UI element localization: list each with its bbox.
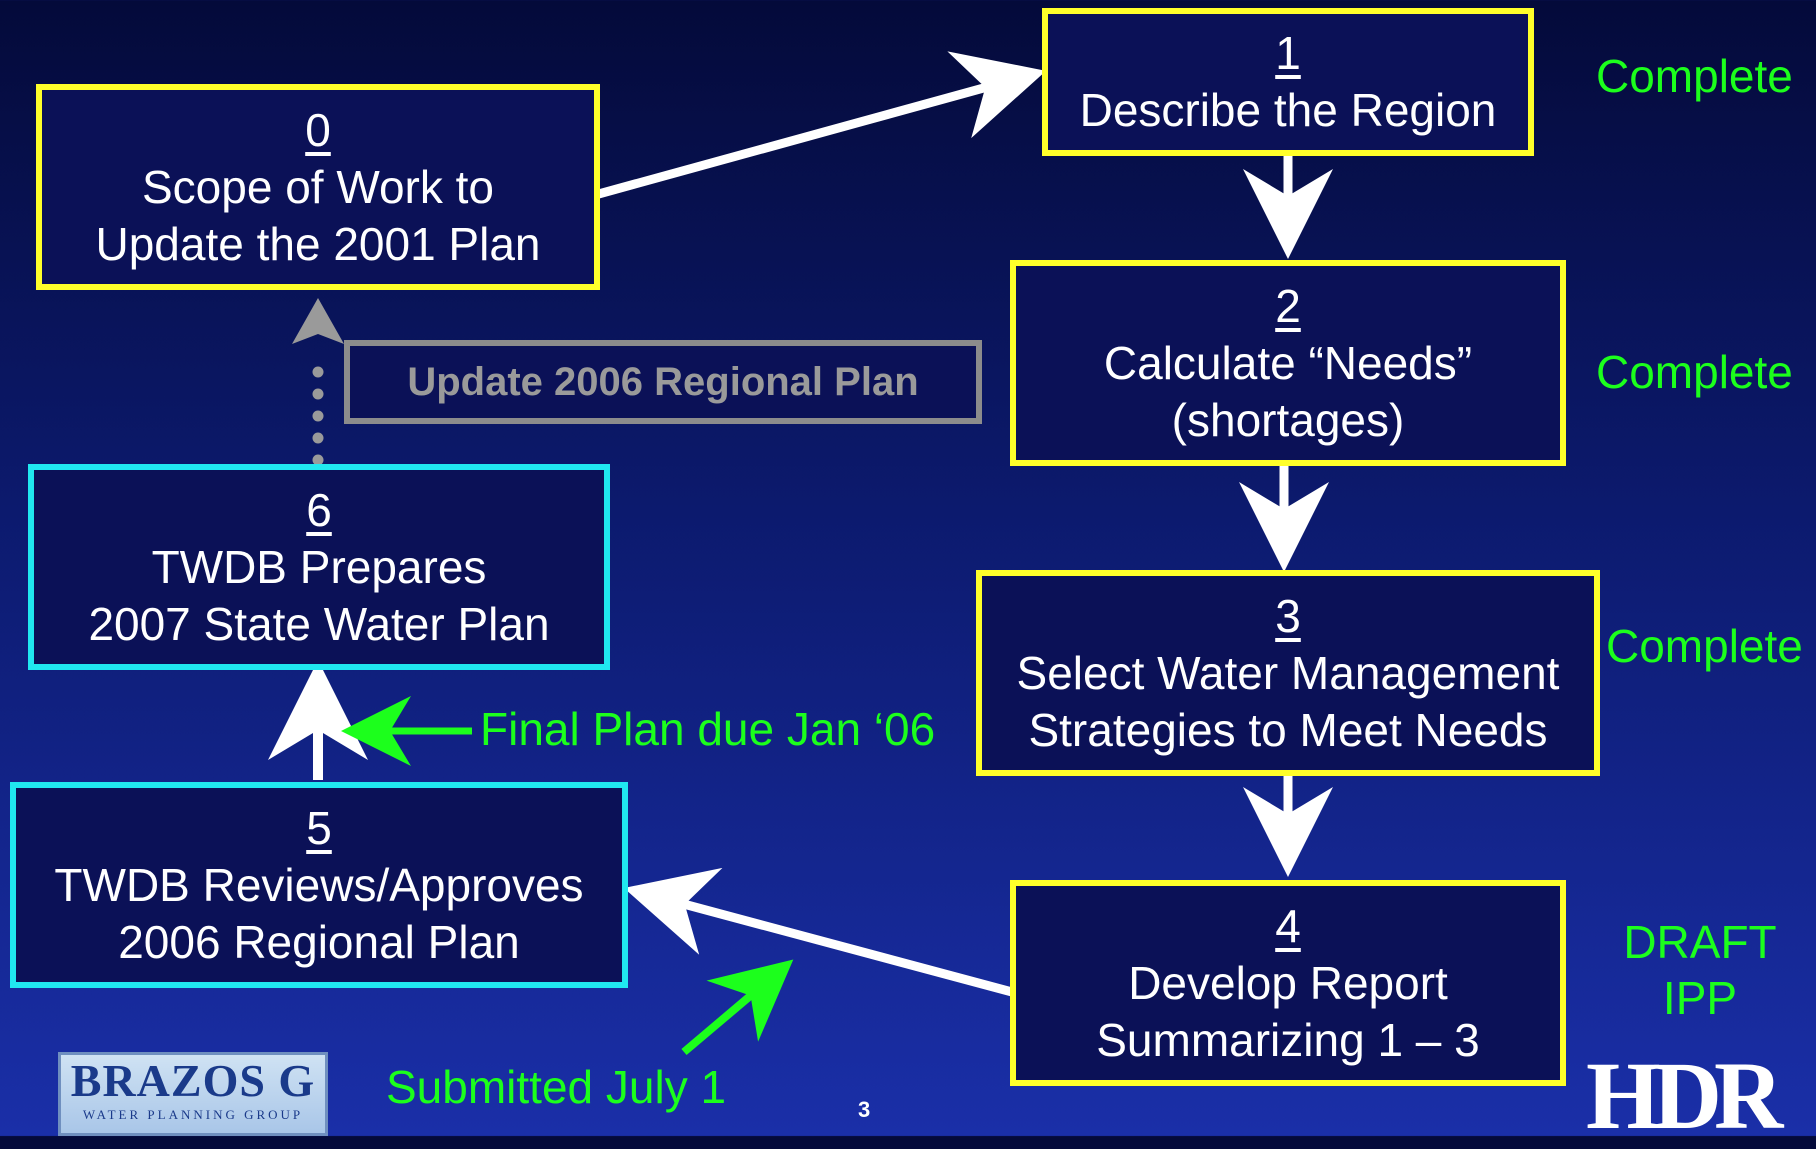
status-step-4-line1: DRAFT — [1623, 916, 1777, 968]
step-1-line1: Describe the Region — [1079, 84, 1497, 136]
update-plan-box: Update 2006 Regional Plan — [344, 340, 982, 424]
step-6-line1: TWDB Prepares — [151, 540, 487, 593]
step-6-line2: 2007 State Water Plan — [88, 597, 550, 650]
step-0-line2: Update the 2001 Plan — [95, 217, 541, 270]
step-5-box: 5 TWDB Reviews/Approves 2006 Regional Pl… — [10, 782, 628, 988]
arrow-6-to-0-dotted — [292, 298, 344, 466]
step-2-line2: (shortages) — [1171, 393, 1405, 446]
step-6-number: 6 — [306, 483, 332, 536]
status-step-4-line2: IPP — [1662, 972, 1738, 1024]
brazos-g-logo: BRAZOS G WATER PLANNING GROUP — [58, 1052, 328, 1136]
update-plan-label: Update 2006 Regional Plan — [407, 359, 919, 404]
step-0-box: 0 Scope of Work to Update the 2001 Plan — [36, 84, 600, 290]
step-4-box: 4 Develop Report Summarizing 1 – 3 — [1010, 880, 1566, 1086]
step-3-line2: Strategies to Meet Needs — [1028, 703, 1548, 756]
final-plan-note: Final Plan due Jan ‘06 — [480, 703, 936, 755]
step-3-line1: Select Water Management — [1016, 646, 1560, 699]
step-5-line2: 2006 Regional Plan — [118, 915, 520, 968]
brazos-logo-main: BRAZOS G — [70, 1055, 316, 1106]
step-2-line1: Calculate “Needs” — [1103, 336, 1473, 389]
arrow-4-to-5 — [623, 867, 1014, 997]
step-4-number: 4 — [1275, 899, 1301, 952]
step-3-number: 3 — [1275, 589, 1301, 642]
step-6-box: 6 TWDB Prepares 2007 State Water Plan — [28, 464, 610, 670]
step-2-number: 2 — [1275, 279, 1301, 332]
step-5-line1: TWDB Reviews/Approves — [54, 858, 584, 911]
status-step-4: DRAFT IPP — [1616, 914, 1784, 1026]
hdr-logo: HDR — [1586, 1042, 1783, 1149]
submitted-note: Submitted July 1 — [386, 1061, 727, 1113]
submitted-arrow — [681, 959, 794, 1056]
step-3-box: 3 Select Water Management Strategies to … — [976, 570, 1600, 776]
brazos-logo-sub: WATER PLANNING GROUP — [82, 1107, 304, 1122]
step-1-number: 1 — [1275, 27, 1301, 79]
step-4-line2: Summarizing 1 – 3 — [1096, 1013, 1480, 1066]
step-0-line1: Scope of Work to — [142, 160, 494, 213]
arrow-0-to-1 — [593, 51, 1047, 200]
step-1-box: 1 Describe the Region — [1042, 8, 1534, 156]
step-5-number: 5 — [306, 801, 332, 854]
step-4-line1: Develop Report — [1128, 956, 1448, 1009]
step-2-box: 2 Calculate “Needs” (shortages) — [1010, 260, 1566, 466]
status-step-3: Complete — [1606, 620, 1803, 672]
status-step-1: Complete — [1596, 50, 1793, 102]
page-number: 3 — [858, 1097, 871, 1122]
status-step-2: Complete — [1596, 346, 1793, 398]
step-0-number: 0 — [305, 103, 331, 156]
